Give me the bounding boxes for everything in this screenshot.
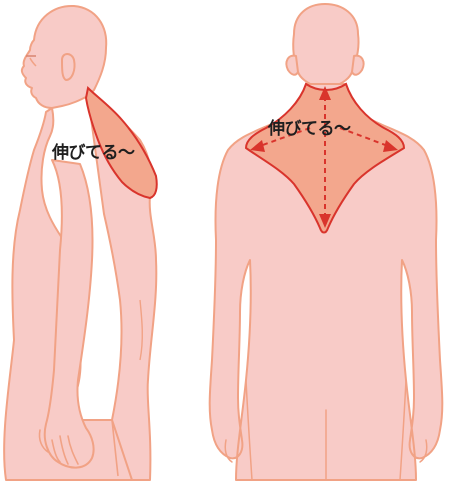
- back-ear-left: [286, 56, 298, 75]
- back-view-figure: [210, 4, 443, 480]
- side-ear: [62, 54, 75, 80]
- back-head: [293, 4, 358, 86]
- side-stretch-label: 伸びてる～: [52, 138, 135, 163]
- back-ear-right: [352, 56, 364, 75]
- back-stretch-label: 伸びてる～: [268, 114, 351, 139]
- side-view-figure: [4, 6, 156, 480]
